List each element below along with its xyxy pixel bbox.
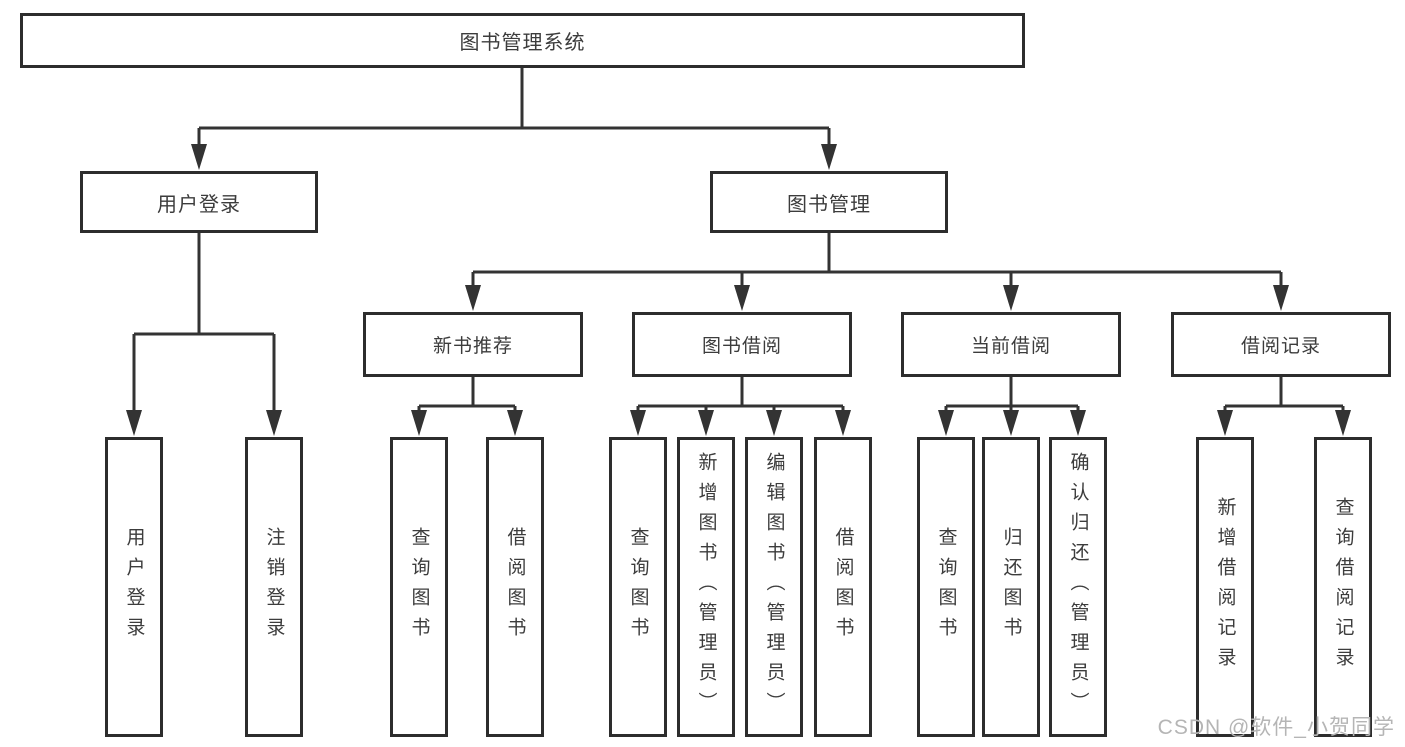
node-new-book-recommend: 新书推荐 (363, 312, 583, 377)
leaf-label: 新增借阅记录 (1214, 497, 1236, 677)
leaf-label: 借阅图书 (504, 527, 526, 647)
node-leaf-query-books-recommend: 查询图书 (390, 437, 448, 737)
node-leaf-user-login: 用户登录 (105, 437, 163, 737)
arrowhead-icon (411, 410, 427, 436)
arrowhead-icon (1070, 410, 1086, 436)
arrowhead-icon (766, 410, 782, 436)
node-leaf-return-books: 归还图书 (982, 437, 1040, 737)
node-borrow-records: 借阅记录 (1171, 312, 1391, 377)
node-leaf-add-borrow-record: 新增借阅记录 (1196, 437, 1254, 737)
arrowhead-icon (938, 410, 954, 436)
leaf-label: 确认归还（管理员） (1067, 452, 1089, 722)
arrowhead-icons (126, 144, 1351, 436)
leaf-label: 借阅图书 (832, 527, 854, 647)
arrowhead-icon (266, 410, 282, 436)
arrowhead-icon (1003, 285, 1019, 311)
node-leaf-logout: 注销登录 (245, 437, 303, 737)
leaf-label: 新增图书（管理员） (695, 452, 717, 722)
node-root-system: 图书管理系统 (20, 13, 1025, 68)
arrowhead-icon (1335, 410, 1351, 436)
arrowhead-icon (734, 285, 750, 311)
leaf-label: 查询借阅记录 (1332, 497, 1354, 677)
arrowhead-icon (835, 410, 851, 436)
node-current-borrow: 当前借阅 (901, 312, 1121, 377)
node-leaf-query-books-current: 查询图书 (917, 437, 975, 737)
leaf-label: 查询图书 (627, 527, 649, 647)
arrowhead-icon (507, 410, 523, 436)
node-leaf-query-borrow-record: 查询借阅记录 (1314, 437, 1372, 737)
leaf-label: 查询图书 (935, 527, 957, 647)
node-leaf-borrow-books: 借阅图书 (814, 437, 872, 737)
node-user-login-branch: 用户登录 (80, 171, 318, 233)
arrowhead-icon (1217, 410, 1233, 436)
leaf-label: 归还图书 (1000, 527, 1022, 647)
arrowhead-icon (465, 285, 481, 311)
node-leaf-confirm-return-admin: 确认归还（管理员） (1049, 437, 1107, 737)
arrowhead-icon (126, 410, 142, 436)
node-book-management-branch: 图书管理 (710, 171, 948, 233)
arrowhead-icon (1003, 410, 1019, 436)
arrowhead-icon (821, 144, 837, 170)
arrowhead-icon (698, 410, 714, 436)
node-leaf-edit-books-admin: 编辑图书（管理员） (745, 437, 803, 737)
arrowhead-icon (1273, 285, 1289, 311)
leaf-label: 用户登录 (123, 527, 145, 647)
node-leaf-query-books-borrow: 查询图书 (609, 437, 667, 737)
leaf-label: 编辑图书（管理员） (763, 452, 785, 722)
leaf-label: 查询图书 (408, 527, 430, 647)
arrowhead-icon (191, 144, 207, 170)
arrowhead-icon (630, 410, 646, 436)
leaf-label: 注销登录 (263, 527, 285, 647)
node-leaf-add-books-admin: 新增图书（管理员） (677, 437, 735, 737)
node-book-borrow: 图书借阅 (632, 312, 852, 377)
node-leaf-borrow-books-recommend: 借阅图书 (486, 437, 544, 737)
